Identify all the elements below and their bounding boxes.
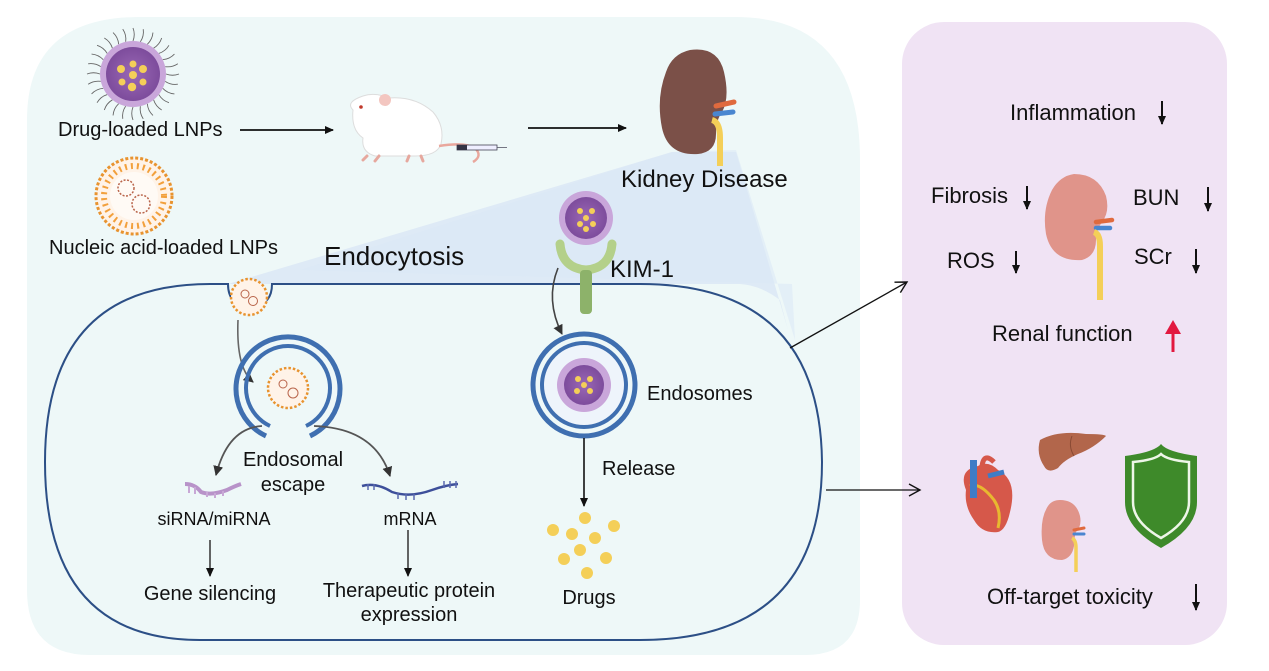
- lipid-tail: [139, 29, 144, 43]
- arrow-to-renal-outcomes: [789, 281, 909, 349]
- diseased-kidney-icon: [659, 49, 737, 166]
- renal-function-label: Renal function: [992, 321, 1133, 346]
- drug-particles-icon: [547, 512, 620, 579]
- lipid-tail: [86, 72, 101, 75]
- lipid-tail: [132, 27, 135, 42]
- kim1-receptor-icon: [555, 239, 617, 314]
- bun-label: BUN: [1133, 185, 1180, 210]
- sirna-icon: [184, 482, 242, 498]
- lipid-tail: [146, 103, 154, 116]
- lipid-tail: [87, 80, 101, 85]
- drugs-label: Drugs: [562, 587, 616, 609]
- therapeutic-protein-label-line1: Therapeutic protein: [322, 580, 496, 602]
- lipid-tail: [153, 37, 163, 49]
- lipid-tail: [122, 105, 127, 119]
- open-endosome-icon: [233, 334, 343, 439]
- lipid-tail: [158, 94, 170, 104]
- lipid-tail: [96, 94, 108, 103]
- lipid-tail: [112, 32, 120, 45]
- lipid-tail: [165, 73, 180, 76]
- lipid-tail: [147, 32, 154, 45]
- ros-label: ROS: [947, 248, 995, 273]
- renal-function-up-arrow: [1165, 320, 1181, 352]
- arrow-escape-to-sirna: [213, 425, 263, 476]
- sirna-label: siRNA/miRNA: [157, 509, 271, 529]
- drug-loaded-lnp-label: Drug-loaded LNPs: [58, 119, 223, 141]
- fibrosis-label: Fibrosis: [931, 183, 1009, 208]
- lipid-tail: [164, 80, 178, 85]
- endosomal-escape-label-line1: Endosomal: [242, 449, 344, 471]
- lipid-tail: [162, 53, 175, 61]
- lipid-tail: [165, 63, 179, 68]
- lipid-tail: [131, 106, 134, 121]
- release-label: Release: [602, 458, 676, 480]
- drug-loaded-lnp-icon: [86, 27, 180, 121]
- nucleic-acid-lnp-label: Nucleic acid-loaded LNPs: [49, 237, 279, 259]
- mrna-icon: [361, 481, 459, 500]
- liver-icon: [1038, 432, 1106, 471]
- lipid-tail: [162, 88, 175, 95]
- therapeutic-protein-label-line2: expression: [360, 604, 458, 626]
- budding-vesicle-icon: [229, 277, 269, 317]
- arrow-kim1-to-endosome: [551, 267, 563, 335]
- endosomal-escape-label-line2: escape: [260, 474, 326, 496]
- arrow-vesicle-to-endosome: [236, 319, 254, 383]
- lipid-tail: [88, 63, 102, 68]
- captured-lnp-icon: [559, 191, 613, 245]
- lipid-tail: [122, 28, 127, 42]
- lipid-tail: [96, 44, 108, 54]
- shield-icon: [1125, 444, 1197, 548]
- kidney-disease-label: Kidney Disease: [621, 166, 788, 193]
- kim1-label: KIM-1: [610, 256, 675, 283]
- lipid-tail: [112, 103, 119, 116]
- off-target-toxicity-label: Off-target toxicity: [987, 584, 1153, 609]
- endocytosis-label: Endocytosis: [324, 241, 465, 271]
- lipid-tail: [158, 45, 170, 54]
- gene-silencing-label: Gene silencing: [143, 583, 277, 605]
- lipid-tail: [91, 87, 104, 95]
- lipid-tail: [103, 99, 113, 111]
- endosomes-label: Endosomes: [647, 383, 753, 405]
- scr-label: SCr: [1134, 244, 1172, 269]
- lipid-tail: [139, 106, 144, 120]
- mouse-injection-icon: [350, 93, 507, 164]
- small-kidney-icon: [1041, 500, 1086, 572]
- arrow-escape-to-mrna: [313, 425, 393, 477]
- inflammation-label: Inflammation: [1010, 100, 1136, 125]
- heart-icon: [963, 455, 1013, 533]
- healthy-kidney-icon: [1044, 174, 1115, 300]
- mrna-label: mRNA: [383, 509, 437, 529]
- lipid-tail: [104, 37, 113, 49]
- nucleic-acid-lnp-icon: [94, 156, 174, 236]
- lipid-tail: [153, 99, 162, 111]
- lipid-tail: [91, 53, 104, 60]
- drug-endosome-icon: [530, 331, 638, 439]
